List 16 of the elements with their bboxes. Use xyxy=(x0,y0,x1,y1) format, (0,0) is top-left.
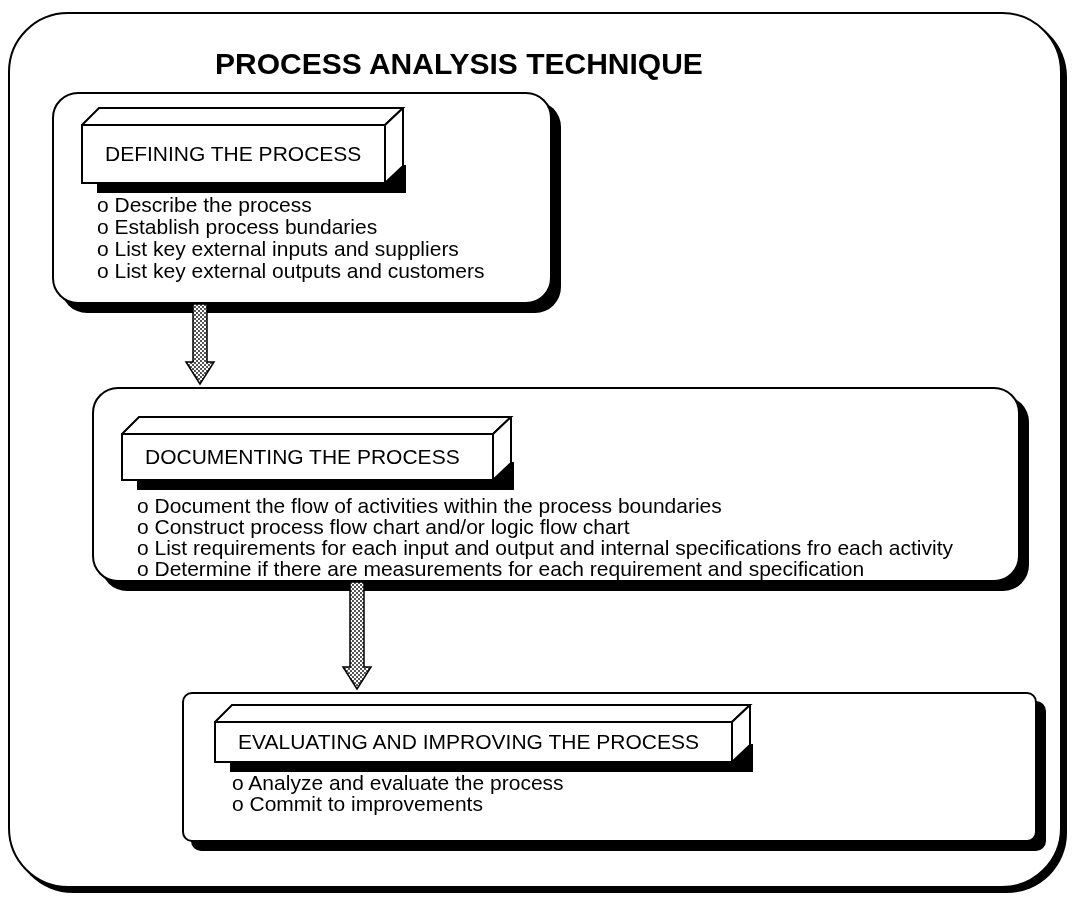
step-title: DEFINING THE PROCESS xyxy=(105,142,362,166)
bullet-item: o List key external outputs and customers xyxy=(97,260,485,281)
bullet-item: o List key external inputs and suppliers xyxy=(97,238,459,259)
block-arrow xyxy=(341,581,373,691)
block-arrow xyxy=(184,303,216,386)
bullet-item: o Analyze and evaluate the process xyxy=(232,772,564,793)
bullet-item: o Describe the process xyxy=(97,194,312,215)
frame-heading: PROCESS ANALYSIS TECHNIQUE xyxy=(215,47,703,81)
bullet-item: o List requirements for each input and output and internal specifications fro each activity xyxy=(137,537,953,558)
bullet-item: o Determine if there are measurements for each requirement and specification xyxy=(137,558,865,579)
bullet-item: o Establish process bundaries xyxy=(97,216,378,237)
bullet-item: o Construct process flow chart and/or logic flow chart xyxy=(137,516,630,537)
step-title: DOCUMENTING THE PROCESS xyxy=(145,445,460,469)
bullet-item: o Document the flow of activities within the process boundaries xyxy=(137,495,722,516)
bullet-item: o Commit to improvements xyxy=(232,793,483,814)
step-title: EVALUATING AND IMPROVING THE PROCESS xyxy=(238,730,699,754)
